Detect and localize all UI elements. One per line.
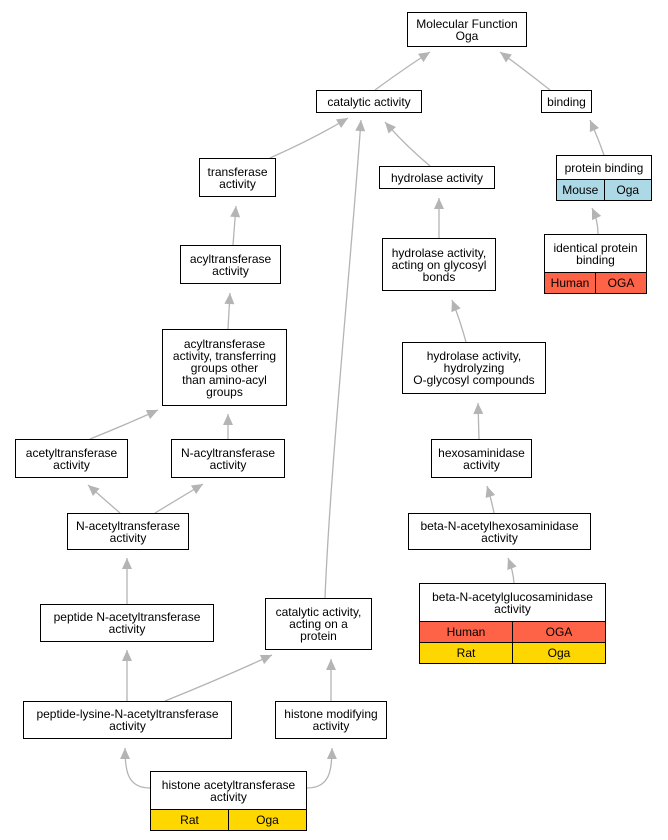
go-term-label: histone acetyltransferase activity bbox=[161, 777, 296, 804]
annotation-table: Mouse Oga bbox=[557, 179, 651, 200]
arrowhead bbox=[485, 486, 496, 499]
species-cell: Human bbox=[446, 625, 486, 639]
arrowhead bbox=[592, 208, 602, 221]
go-term-label: Molecular Function Oga bbox=[416, 16, 518, 43]
go-term-transferase[interactable]: transferase activity bbox=[199, 158, 276, 197]
go-term-beta-hexosaminidase[interactable]: beta-N-acetylhexosaminidase activity bbox=[408, 513, 591, 550]
edge-histone_acetyl-to-peptide_lysine bbox=[124, 747, 151, 789]
arrowhead bbox=[473, 403, 484, 415]
gene-cell: Oga bbox=[603, 180, 652, 200]
go-term-label: acyltransferase activity bbox=[189, 251, 272, 278]
arrowhead bbox=[434, 198, 444, 209]
go-term-root[interactable]: Molecular Function Oga bbox=[407, 12, 527, 47]
go-term-acetyltransferase[interactable]: acetyltransferase activity bbox=[15, 439, 128, 478]
go-term-label: histone modifying activity bbox=[284, 707, 378, 733]
go-term-label: beta-N-acetylhexosaminidase activity bbox=[420, 518, 579, 545]
go-term-label: hexosaminidase activity bbox=[438, 445, 525, 472]
arrowhead bbox=[122, 558, 132, 569]
arrowhead bbox=[122, 650, 132, 661]
go-term-n-acetyltransferase[interactable]: N-acetyltransferase activity bbox=[67, 513, 189, 550]
edge-peptide_lysine-to-catalytic_protein bbox=[164, 654, 273, 702]
go-term-hydrolase-oglycosyl[interactable]: hydrolase activity, hydrolyzing O-glycos… bbox=[402, 342, 546, 394]
arrowhead bbox=[355, 120, 366, 132]
go-term-label: hydrolase activity, acting on glycosyl b… bbox=[391, 245, 487, 284]
gene-cell: OGA bbox=[512, 622, 605, 642]
go-term-n-acyltransferase[interactable]: N-acyltransferase activity bbox=[171, 439, 285, 478]
annotation-row: Rat Oga bbox=[420, 642, 605, 663]
arrowhead bbox=[326, 659, 336, 670]
arrowhead bbox=[385, 122, 397, 134]
go-term-binding[interactable]: binding bbox=[541, 90, 592, 113]
gene-cell: Oga bbox=[512, 643, 605, 663]
annotation-row: Rat Oga bbox=[151, 810, 306, 830]
arrowhead bbox=[230, 206, 241, 218]
species-cell: Mouse bbox=[562, 183, 599, 197]
go-term-label: transferase activity bbox=[207, 164, 268, 191]
species-cell: Rat bbox=[456, 646, 476, 660]
go-term-label: hydrolase activity, hydrolyzing O-glycos… bbox=[413, 349, 535, 387]
arrowhead bbox=[451, 300, 461, 313]
annotation-table: Rat Oga bbox=[151, 809, 306, 830]
go-term-label: acyltransferase activity, transferring g… bbox=[172, 336, 277, 399]
go-term-histone-modifying[interactable]: histone modifying activity bbox=[275, 701, 387, 739]
arrowhead bbox=[88, 485, 100, 497]
go-term-hexosaminidase[interactable]: hexosaminidase activity bbox=[431, 439, 532, 478]
go-term-label: peptide N-acetyltransferase activity bbox=[53, 610, 201, 636]
go-term-label: binding bbox=[547, 94, 586, 109]
edge-acetyltransferase-to-acyltransferase_other bbox=[89, 409, 159, 440]
go-term-hydrolase[interactable]: hydrolase activity bbox=[379, 166, 495, 189]
go-term-label: hydrolase activity bbox=[390, 170, 484, 185]
go-term-label: peptide-lysine-N-acetyltransferase activ… bbox=[36, 707, 219, 733]
go-term-label: beta-N-acetylglucosaminidase activity bbox=[432, 589, 593, 616]
arrowhead bbox=[259, 655, 272, 665]
go-term-acyltransferase[interactable]: acyltransferase activity bbox=[180, 245, 281, 284]
go-term-catalytic-protein[interactable]: catalytic activity, acting on a protein bbox=[265, 598, 372, 650]
edge-histone_acetyl-to-histone_modifying bbox=[306, 747, 333, 789]
annotation-table: Human OGA bbox=[545, 272, 646, 293]
go-term-peptide-lysine[interactable]: peptide-lysine-N-acetyltransferase activ… bbox=[23, 701, 232, 739]
go-term-label: protein binding bbox=[564, 160, 644, 175]
arrowhead bbox=[223, 414, 233, 425]
go-term-peptide-n-acetyl[interactable]: peptide N-acetyltransferase activity bbox=[40, 604, 214, 642]
annotation-row: Human OGA bbox=[420, 622, 605, 642]
go-term-label: N-acyltransferase activity bbox=[180, 445, 276, 472]
go-term-label: acetyltransferase activity bbox=[25, 445, 118, 472]
go-term-label: identical protein binding bbox=[553, 240, 638, 267]
annotation-table: Human OGA Rat Oga bbox=[420, 621, 605, 663]
go-term-label: catalytic activity bbox=[327, 94, 411, 109]
go-term-acyltransferase-other[interactable]: acyltransferase activity, transferring g… bbox=[162, 329, 287, 406]
go-term-hydrolase-glycosyl[interactable]: hydrolase activity, acting on glycosyl b… bbox=[382, 238, 496, 291]
species-cell: Rat bbox=[180, 813, 199, 827]
gene-cell: OGA bbox=[595, 273, 646, 293]
edge-transferase-to-catalytic bbox=[269, 117, 349, 159]
arrowhead bbox=[224, 293, 235, 305]
arrowhead bbox=[589, 120, 600, 133]
go-term-label: catalytic activity, acting on a protein bbox=[275, 605, 362, 643]
arrowhead bbox=[326, 748, 337, 760]
annotation-row: Human OGA bbox=[545, 273, 646, 293]
go-term-label: N-acetyltransferase activity bbox=[75, 518, 181, 545]
arrowhead bbox=[418, 52, 430, 63]
arrowhead bbox=[335, 118, 348, 128]
arrowhead bbox=[191, 484, 203, 494]
arrowhead bbox=[145, 409, 158, 420]
species-cell: Human bbox=[550, 276, 590, 290]
go-term-catalytic[interactable]: catalytic activity bbox=[316, 90, 422, 113]
edge-catalytic_protein-to-catalytic bbox=[324, 119, 362, 599]
gene-cell: Oga bbox=[228, 810, 306, 830]
arrowhead bbox=[507, 558, 517, 571]
arrowhead bbox=[120, 748, 131, 760]
arrowhead bbox=[500, 52, 512, 63]
annotation-row: Mouse Oga bbox=[557, 180, 651, 200]
